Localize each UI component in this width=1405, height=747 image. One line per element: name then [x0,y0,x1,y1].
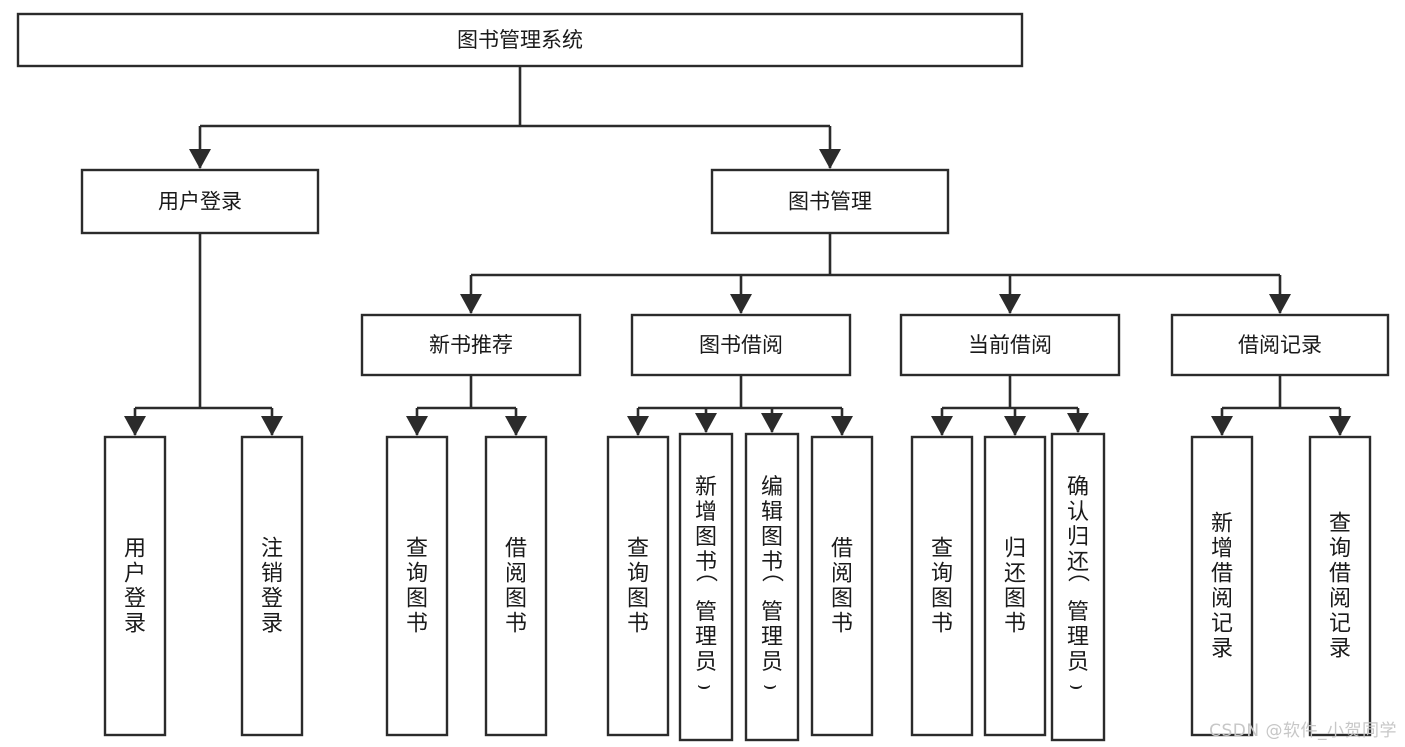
node-root-label: 图书管理系统 [457,28,583,52]
node-leaf-borrow-book-2-box[interactable] [810,435,874,737]
node-book-manage[interactable]: 图书管理 [710,168,950,235]
node-leaf-query-book-3[interactable]: 查询图书 [910,435,974,737]
node-new-book-rec-box[interactable] [360,313,582,377]
arrow-head-icon [1211,416,1233,436]
node-new-book-rec[interactable]: 新书推荐 [360,313,582,377]
node-leaf-query-book-3-box[interactable] [910,435,974,737]
node-leaf-return-book[interactable]: 归还图书 [983,435,1047,737]
arrow-head-icon [999,294,1021,314]
watermark-text: CSDN @软件_小贺同学 [1209,721,1397,741]
node-leaf-query-book-3-label: 查询图书 [931,537,953,637]
node-leaf-edit-book-box[interactable] [744,432,800,742]
arrow-head-icon [1067,413,1089,433]
node-leaf-query-book-2[interactable]: 查询图书 [606,435,670,737]
node-leaf-edit-book-label: 编辑图书⌒管理员⌣ [761,475,784,700]
node-leaf-query-book-1[interactable]: 查询图书 [385,435,449,737]
node-leaf-query-record-box[interactable] [1308,435,1372,737]
node-current-borrow[interactable]: 当前借阅 [899,313,1121,377]
node-new-book-rec-label: 新书推荐 [429,333,513,357]
node-leaf-confirm-return[interactable]: 确认归还⌒管理员⌣ [1050,432,1106,742]
diagram-nodes: 图书管理系统用户登录图书管理新书推荐图书借阅当前借阅借阅记录用户登录注销登录查询… [16,12,1390,742]
node-borrow-record[interactable]: 借阅记录 [1170,313,1390,377]
node-leaf-user-login-box[interactable] [103,435,167,737]
arrow-head-icon [1004,416,1026,436]
arrow-head-icon [761,413,783,433]
node-leaf-add-record-box[interactable] [1190,435,1254,737]
node-leaf-borrow-book-1-label: 借阅图书 [505,537,527,637]
arrow-head-icon [124,416,146,436]
arrow-head-icon [1329,416,1351,436]
node-book-borrow[interactable]: 图书借阅 [630,313,852,377]
node-leaf-borrow-book-2-label: 借阅图书 [831,537,853,637]
node-leaf-user-login-label: 用户登录 [124,537,146,637]
node-borrow-record-label: 借阅记录 [1238,333,1322,357]
node-leaf-add-book-box[interactable] [678,432,734,742]
node-book-manage-box[interactable] [710,168,950,235]
node-leaf-borrow-book-1-box[interactable] [484,435,548,737]
node-current-borrow-box[interactable] [899,313,1121,377]
arrow-head-icon [627,416,649,436]
node-leaf-user-logout-label: 注销登录 [261,537,283,637]
arrow-head-icon [1269,294,1291,314]
node-leaf-return-book-label: 归还图书 [1004,537,1026,637]
arrow-head-icon [505,416,527,436]
connector-lines [124,66,1351,436]
node-leaf-add-book[interactable]: 新增图书⌒管理员⌣ [678,432,734,742]
node-leaf-query-record-label: 查询借阅记录 [1329,512,1351,662]
arrow-head-icon [695,413,717,433]
node-book-borrow-box[interactable] [630,313,852,377]
node-leaf-add-record[interactable]: 新增借阅记录 [1190,435,1254,737]
node-user-login[interactable]: 用户登录 [80,168,320,235]
node-leaf-query-book-1-box[interactable] [385,435,449,737]
node-current-borrow-label: 当前借阅 [968,333,1052,357]
node-book-manage-label: 图书管理 [788,190,872,214]
node-leaf-confirm-return-box[interactable] [1050,432,1106,742]
node-leaf-borrow-book-1[interactable]: 借阅图书 [484,435,548,737]
node-leaf-confirm-return-label: 确认归还⌒管理员⌣ [1067,475,1090,700]
node-leaf-add-book-label: 新增图书⌒管理员⌣ [695,475,718,700]
node-leaf-return-book-box[interactable] [983,435,1047,737]
arrow-head-icon [261,416,283,436]
node-leaf-user-login[interactable]: 用户登录 [103,435,167,737]
node-leaf-query-book-2-label: 查询图书 [627,537,649,637]
arrow-head-icon [189,149,211,169]
node-leaf-query-book-2-box[interactable] [606,435,670,737]
node-leaf-query-book-1-label: 查询图书 [406,537,428,637]
node-leaf-user-logout-box[interactable] [240,435,304,737]
node-book-borrow-label: 图书借阅 [699,333,783,357]
arrow-head-icon [730,294,752,314]
arrow-head-icon [831,416,853,436]
node-borrow-record-box[interactable] [1170,313,1390,377]
node-user-login-label: 用户登录 [158,190,242,214]
node-leaf-edit-book[interactable]: 编辑图书⌒管理员⌣ [744,432,800,742]
arrow-head-icon [819,149,841,169]
node-root-box[interactable] [16,12,1024,68]
node-leaf-borrow-book-2[interactable]: 借阅图书 [810,435,874,737]
node-leaf-query-record[interactable]: 查询借阅记录 [1308,435,1372,737]
arrow-head-icon [931,416,953,436]
node-root[interactable]: 图书管理系统 [16,12,1024,68]
arrow-head-icon [406,416,428,436]
node-leaf-add-record-label: 新增借阅记录 [1211,512,1233,662]
node-user-login-box[interactable] [80,168,320,235]
node-leaf-user-logout[interactable]: 注销登录 [240,435,304,737]
arrow-head-icon [460,294,482,314]
